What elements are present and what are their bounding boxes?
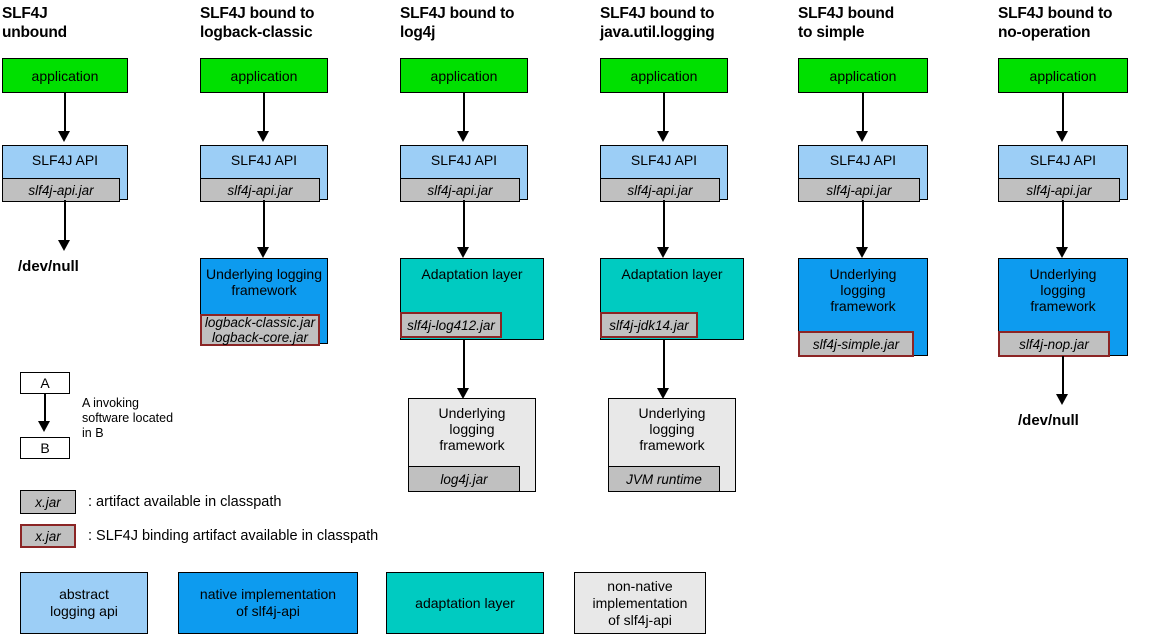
legend-arrow-caption: A invoking software located in B xyxy=(82,396,174,440)
arrow-shaft-api-to-impl-logback xyxy=(263,200,265,248)
arrow-head-api-to-impl-simple xyxy=(856,247,868,258)
jar-chip-slf4j-api-unbound: slf4j-api.jar xyxy=(2,178,120,202)
jar-chip-jvm-runtime: JVM runtime xyxy=(608,466,720,492)
box-label: Underlying logging framework xyxy=(638,405,706,453)
legend-caption-binding-artifact: : SLF4J binding artifact available in cl… xyxy=(88,528,379,544)
arrow-shaft-app-to-api-nop xyxy=(1062,93,1064,133)
arrow-head-app-to-api-simple xyxy=(856,131,868,142)
legend-key-native-implementation: native implementation of slf4j-api xyxy=(178,572,358,634)
jar-chip-log4j-binding: slf4j-log412.jar xyxy=(400,312,502,338)
box-label: SLF4J API xyxy=(829,152,897,168)
legend-key-adaptation-layer: adaptation layer xyxy=(386,572,544,634)
legend-arrow-head xyxy=(38,421,50,432)
column-title-simple: SLF4J bound to simple xyxy=(798,5,894,41)
arrow-shaft-api-to-impl-nop xyxy=(1062,200,1064,248)
box-label: application xyxy=(430,67,498,84)
arrow-head-api-to-devnull-unbound xyxy=(58,240,70,251)
terminal-devnull-nop: /dev/null xyxy=(1018,412,1079,429)
box-label: SLF4J API xyxy=(230,152,298,168)
jar-chip-jdk14-binding: slf4j-jdk14.jar xyxy=(600,312,698,338)
box-label: SLF4J API xyxy=(1029,152,1097,168)
box-application-jul: application xyxy=(600,58,728,93)
box-application-unbound: application xyxy=(2,58,128,93)
arrow-shaft-app-to-api-jul xyxy=(663,93,665,133)
box-label: Underlying logging framework xyxy=(438,405,506,453)
arrow-shaft-app-to-api-log4j xyxy=(463,93,465,133)
column-title-no-operation: SLF4J bound to no-operation xyxy=(998,5,1113,41)
box-label: application xyxy=(829,67,897,84)
jar-chip-nop-binding: slf4j-nop.jar xyxy=(998,331,1110,357)
box-label: SLF4J API xyxy=(630,152,698,168)
arrow-shaft-app-to-api-simple xyxy=(862,93,864,133)
legend-arrow-shaft xyxy=(44,394,46,426)
arrow-head-app-to-api-log4j xyxy=(457,131,469,142)
box-application-log4j: application xyxy=(400,58,528,93)
arrow-head-app-to-api-logback xyxy=(257,131,269,142)
jar-chip-logback-binding: logback-classic.jar logback-core.jar xyxy=(200,314,320,346)
jar-chip-simple-binding: slf4j-simple.jar xyxy=(798,331,914,357)
legend-key-non-native-implementation: non-native implementation of slf4j-api xyxy=(574,572,706,634)
arrow-head-app-to-api-nop xyxy=(1056,131,1068,142)
legend-chip-artifact: x.jar xyxy=(20,490,76,514)
jar-chip-log4j-artifact: log4j.jar xyxy=(408,466,520,492)
arrow-head-app-to-api-jul xyxy=(657,131,669,142)
legend-caption-artifact: : artifact available in classpath xyxy=(88,494,282,510)
arrow-shaft-adapt-to-impl-log4j xyxy=(463,340,465,390)
arrow-shaft-api-to-devnull-unbound xyxy=(64,200,66,242)
box-label: application xyxy=(1029,67,1097,84)
arrow-head-api-to-impl-nop xyxy=(1056,247,1068,258)
box-label: Underlying logging framework xyxy=(1029,266,1097,314)
box-label: application xyxy=(230,67,298,84)
column-title-java-util-logging: SLF4J bound to java.util.logging xyxy=(600,5,715,41)
box-label: Underlying logging framework xyxy=(206,266,322,298)
column-title-log4j: SLF4J bound to log4j xyxy=(400,5,515,41)
box-label: Adaptation layer xyxy=(621,266,723,282)
terminal-devnull-unbound: /dev/null xyxy=(18,258,79,275)
arrow-head-api-to-impl-logback xyxy=(257,247,269,258)
arrow-shaft-adapt-to-impl-jul xyxy=(663,340,665,390)
arrow-head-adapt-to-impl-jul xyxy=(657,388,669,399)
arrow-shaft-impl-to-devnull-nop xyxy=(1062,356,1064,396)
arrow-shaft-api-to-impl-simple xyxy=(862,200,864,248)
arrow-shaft-api-to-adapt-jul xyxy=(663,200,665,248)
box-application-nop: application xyxy=(998,58,1128,93)
arrow-shaft-app-to-api-unbound xyxy=(64,93,66,133)
jar-chip-slf4j-api-simple: slf4j-api.jar xyxy=(798,178,920,202)
box-label: SLF4J API xyxy=(430,152,498,168)
column-title-unbound: SLF4J unbound xyxy=(2,5,67,41)
jar-chip-slf4j-api-log4j: slf4j-api.jar xyxy=(400,178,520,202)
box-application-logback: application xyxy=(200,58,328,93)
box-label: SLF4J API xyxy=(31,152,99,168)
box-application-simple: application xyxy=(798,58,928,93)
arrow-head-adapt-to-impl-log4j xyxy=(457,388,469,399)
legend-node-a: A xyxy=(20,372,70,394)
legend-node-b: B xyxy=(20,437,70,459)
legend-chip-binding-artifact: x.jar xyxy=(20,524,76,548)
jar-chip-slf4j-api-jul: slf4j-api.jar xyxy=(600,178,720,202)
arrow-head-api-to-adapt-log4j xyxy=(457,247,469,258)
box-label: Underlying logging framework xyxy=(829,266,897,314)
arrow-shaft-app-to-api-logback xyxy=(263,93,265,133)
arrow-head-app-to-api-unbound xyxy=(58,131,70,142)
column-title-logback-classic: SLF4J bound to logback-classic xyxy=(200,5,315,41)
arrow-head-impl-to-devnull-nop xyxy=(1056,394,1068,405)
box-label: Adaptation layer xyxy=(421,266,523,282)
arrow-head-api-to-adapt-jul xyxy=(657,247,669,258)
arrow-shaft-api-to-adapt-log4j xyxy=(463,200,465,248)
legend-key-abstract-logging-api: abstract logging api xyxy=(20,572,148,634)
box-label: application xyxy=(630,67,698,84)
jar-chip-slf4j-api-nop: slf4j-api.jar xyxy=(998,178,1120,202)
box-label: application xyxy=(31,67,99,84)
jar-chip-slf4j-api-logback: slf4j-api.jar xyxy=(200,178,320,202)
